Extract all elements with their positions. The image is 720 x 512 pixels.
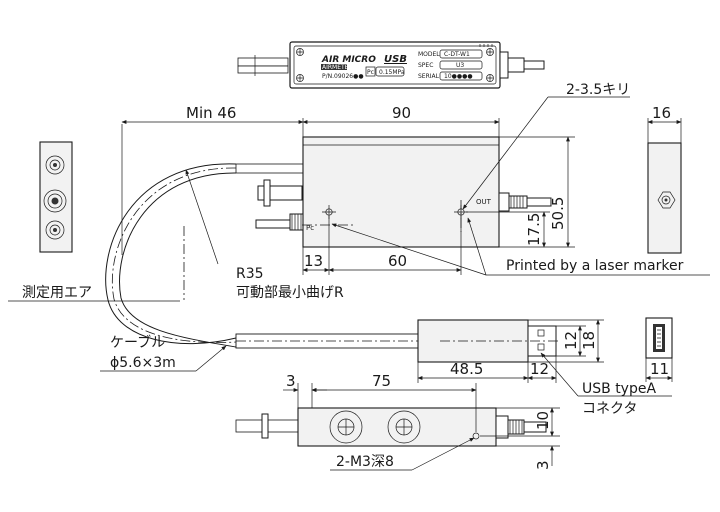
main-body [302,136,500,248]
holes-label: 2-3.5キリ [566,82,630,98]
dim-50-5: 50.5 [549,197,567,230]
callout-laser: Printed by a laser marker [331,217,710,276]
bottom-view: 3 75 10 3 2-M3深8 [235,372,560,471]
dim-48-5: 48.5 [450,360,483,378]
laser-label: Printed by a laser marker [506,258,684,274]
dim-11: 11 [650,360,669,378]
serial-value: 10●●●● [444,73,473,80]
pc-key: Pc [367,69,374,76]
dim-10: 10 [534,411,552,430]
dim-top-row: Min 46 90 [121,104,500,255]
dim-3-b: 3 [534,460,552,470]
port-out: OUT [476,198,492,206]
dim-18: 18 [580,331,598,350]
usb-connector-label: コネクタ [582,401,637,417]
radius-note: 可動部最小曲げR [236,285,344,301]
dim-12-b: 12 [530,360,549,378]
dim-vertical: 50.5 17.5 [466,136,575,248]
brand-text: AIR MICRO [321,55,376,65]
front-view: OUT Pc [235,136,552,248]
model-value: C-DT-W1 [444,51,470,58]
cable-spec: ϕ5.6×3m [110,355,176,371]
dim-60: 60 [388,252,407,270]
radius-label: R35 [236,266,264,282]
dim-13-60: 13 60 [302,216,462,275]
top-label-view: AIR MICRO USB AIRMETER P/N.09026●● Pc 0.… [237,41,545,89]
brand-suffix-text: USB [384,54,407,65]
cable: R35 可動部最小曲げR 測定用エア ケーブル ϕ5.6×3m [8,163,419,372]
usb-type-label: USB typeA [582,381,656,397]
dim-13: 13 [304,252,323,270]
left-end-view [39,141,73,253]
callout-holes: 2-3.5キリ [462,82,630,210]
usb-connector: 12 18 48.5 12 USB typeA コネクタ [417,319,672,417]
serial-key: SERIAL [418,73,440,80]
dim-min46: Min 46 [186,104,236,122]
dim-75: 75 [372,372,391,390]
part-number: P/N.09026●● [322,73,364,80]
model-key: MODEL [418,51,440,58]
dim-3-a: 3 [286,372,296,390]
pc-value: 0.15MPa [379,69,405,76]
spec-key: SPEC [418,62,433,69]
dim-16: 16 [652,104,671,122]
dim-12-a: 12 [562,331,580,350]
right-end-view: 16 [647,104,682,254]
cable-label: ケーブル [110,334,165,351]
measure-air-label: 測定用エア [22,285,92,301]
tapped-label: 2-M3深8 [336,454,394,470]
part-no-chip: AIRMETER [322,64,353,71]
spec-value: U3 [456,62,464,69]
dim-17-5: 17.5 [525,213,543,246]
port-pc: Pc [306,224,314,232]
usb-end-view: 11 [645,317,673,382]
dim-90: 90 [392,104,411,122]
